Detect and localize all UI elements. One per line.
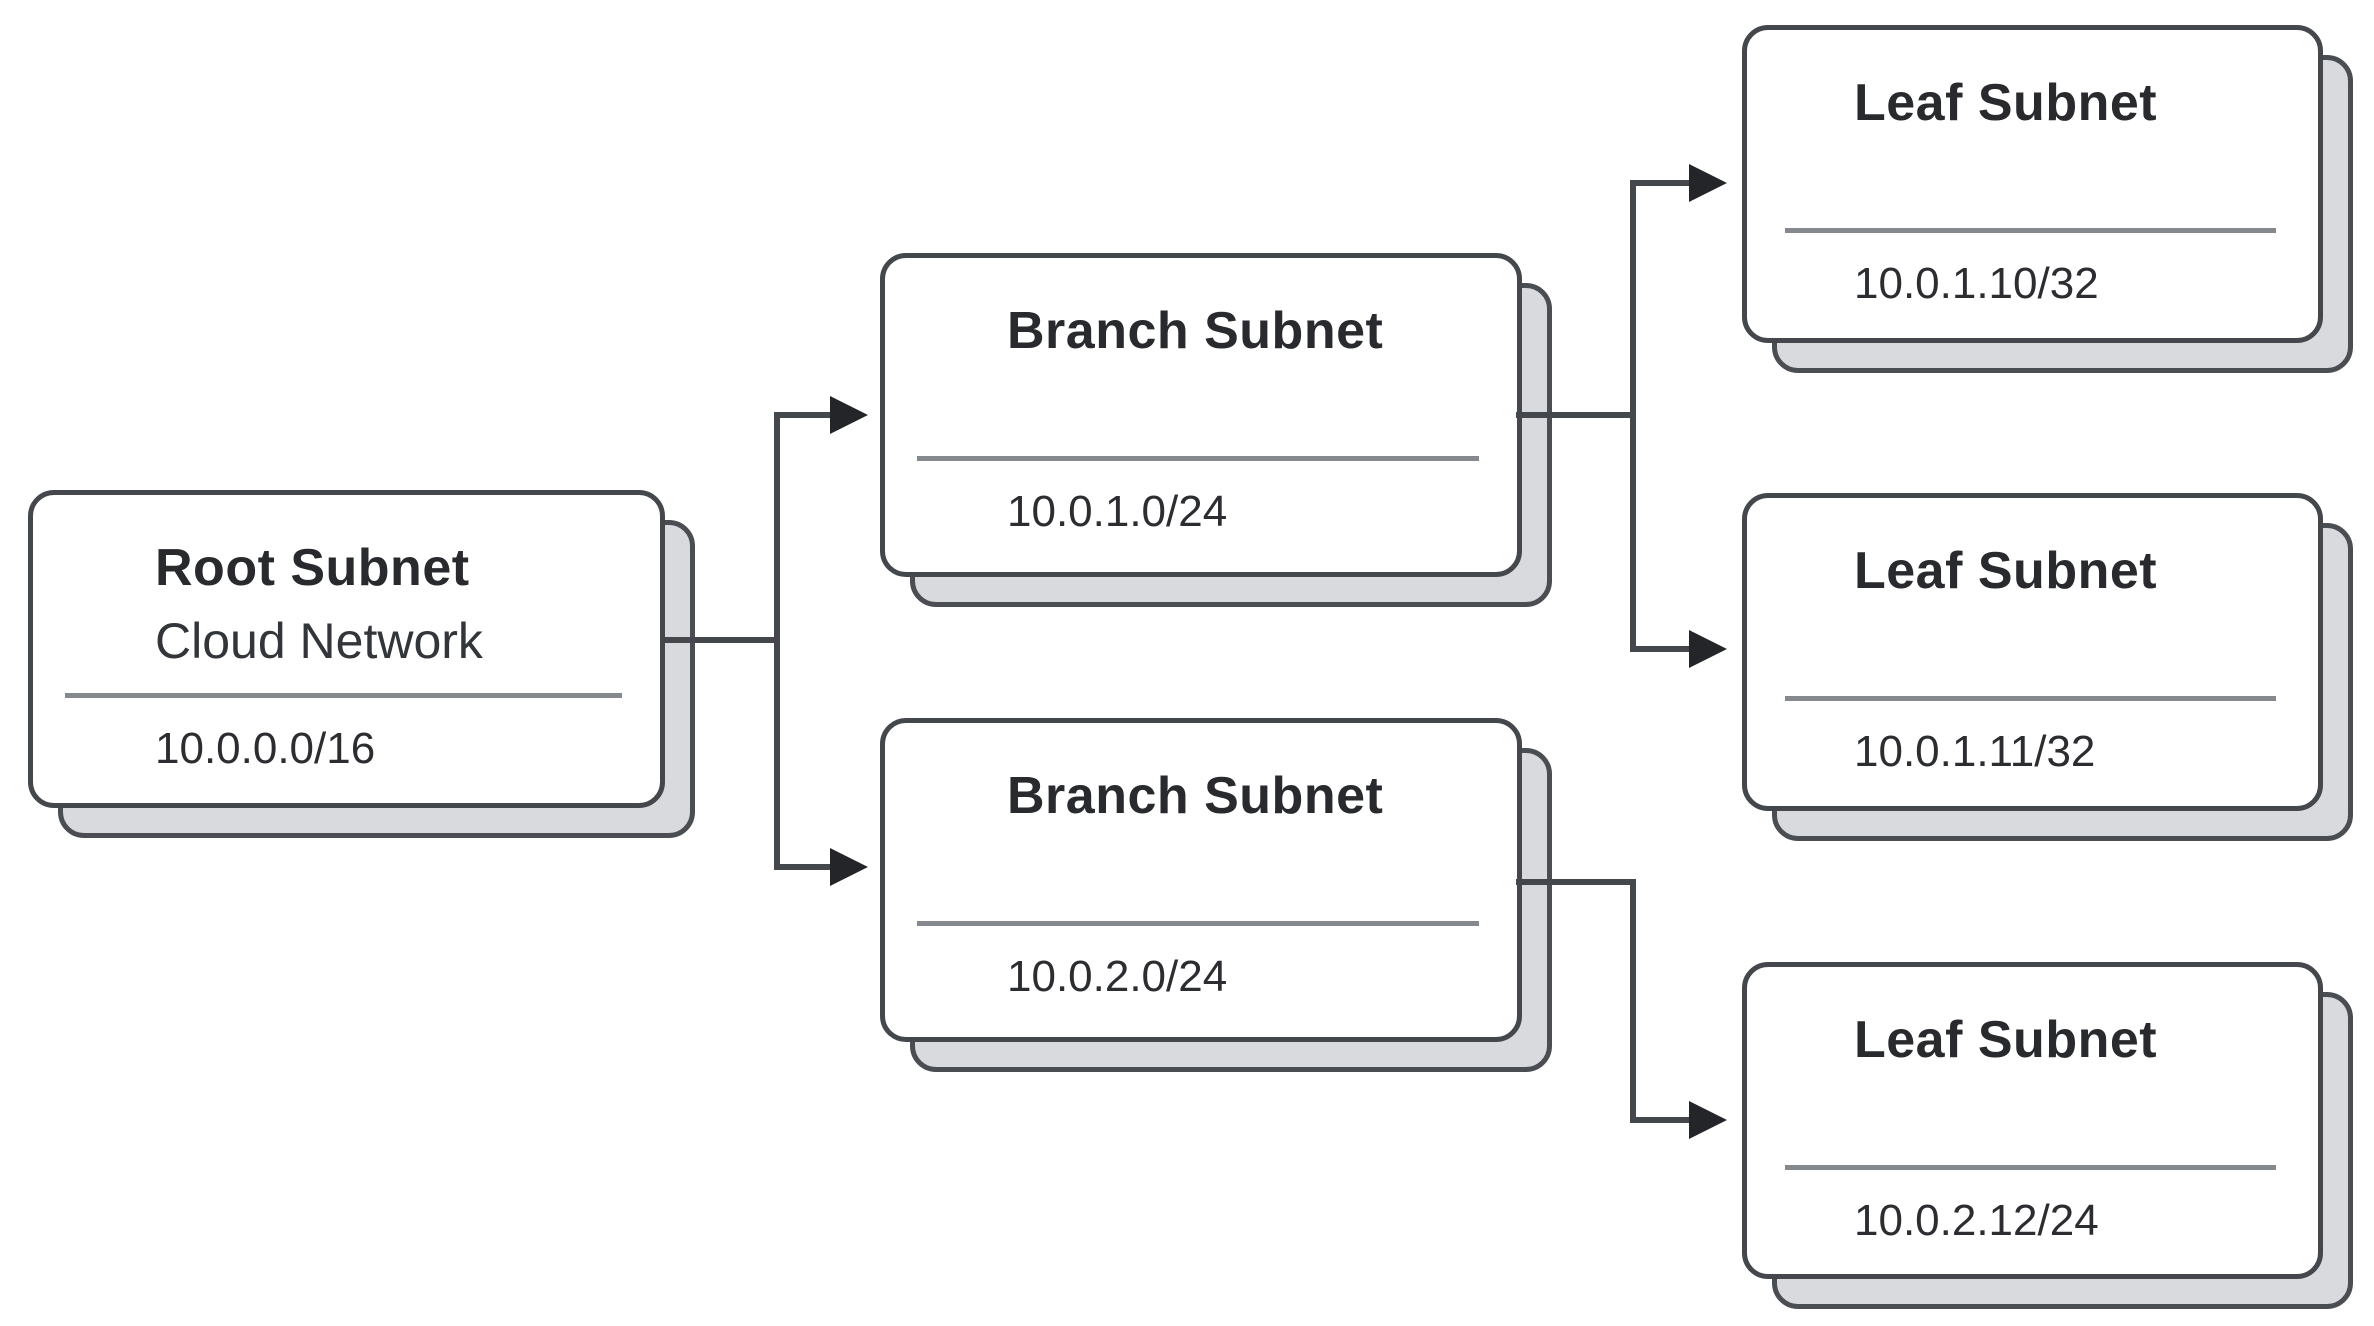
arrowhead-to-branch-1	[830, 396, 868, 434]
node-cidr: 10.0.1.10/32	[1854, 259, 2099, 308]
node-title: Leaf Subnet	[1854, 74, 2158, 132]
node-title: Branch Subnet	[1007, 767, 1384, 825]
node-root-subnet: Root Subnet Cloud Network 10.0.0.0/16	[28, 490, 695, 838]
arrowhead-to-leaf-1	[1689, 164, 1727, 202]
card-divider	[1785, 696, 2276, 701]
node-title: Leaf Subnet	[1854, 542, 2158, 600]
node-leaf-subnet-2: Leaf Subnet 10.0.1.11/32	[1742, 493, 2353, 841]
node-title: Branch Subnet	[1007, 302, 1384, 360]
arrowhead-to-leaf-2	[1689, 630, 1727, 668]
connector-branch1-fork	[1630, 180, 1695, 652]
node-subtitle: Cloud Network	[155, 613, 483, 669]
subnet-card: Branch Subnet 10.0.1.0/24	[880, 253, 1522, 577]
node-leaf-subnet-1: Leaf Subnet 10.0.1.10/32	[1742, 25, 2353, 373]
subnet-card: Leaf Subnet 10.0.2.12/24	[1742, 962, 2323, 1279]
arrowhead-to-branch-2	[830, 848, 868, 886]
subnet-card: Leaf Subnet 10.0.1.11/32	[1742, 493, 2323, 811]
subnet-card: Root Subnet Cloud Network 10.0.0.0/16	[28, 490, 665, 808]
card-divider	[917, 921, 1479, 926]
node-cidr: 10.0.0.0/16	[155, 724, 376, 773]
node-cidr: 10.0.2.12/24	[1854, 1196, 2099, 1245]
card-divider	[65, 693, 622, 698]
node-title: Root Subnet	[155, 539, 470, 597]
node-branch-subnet-1: Branch Subnet 10.0.1.0/24	[880, 253, 1552, 607]
node-branch-subnet-2: Branch Subnet 10.0.2.0/24	[880, 718, 1552, 1072]
node-cidr: 10.0.2.0/24	[1007, 952, 1228, 1001]
node-leaf-subnet-3: Leaf Subnet 10.0.2.12/24	[1742, 962, 2353, 1309]
arrowhead-to-leaf-3	[1689, 1101, 1727, 1139]
card-divider	[1785, 228, 2276, 233]
card-divider	[1785, 1165, 2276, 1170]
card-divider	[917, 456, 1479, 461]
subnet-card: Leaf Subnet 10.0.1.10/32	[1742, 25, 2323, 343]
node-title: Leaf Subnet	[1854, 1011, 2158, 1069]
node-cidr: 10.0.1.0/24	[1007, 487, 1228, 536]
node-cidr: 10.0.1.11/32	[1854, 727, 2096, 776]
subnet-card: Branch Subnet 10.0.2.0/24	[880, 718, 1522, 1042]
connector-root-fork	[774, 412, 836, 870]
